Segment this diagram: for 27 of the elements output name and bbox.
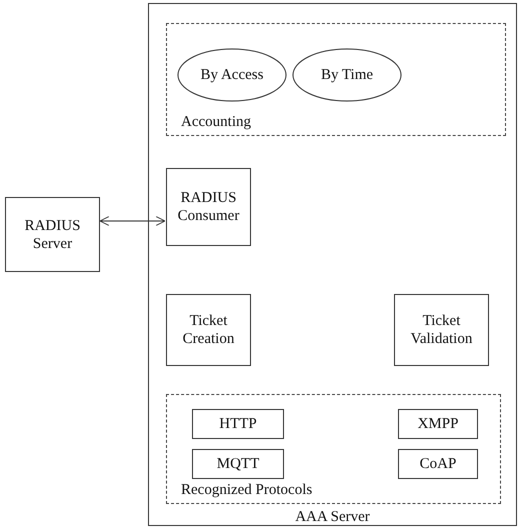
double-arrow <box>100 216 166 226</box>
node-label: Accounting <box>181 113 251 131</box>
process-box <box>166 168 251 246</box>
node-label: MQTT <box>216 455 260 473</box>
process-box <box>192 449 284 479</box>
node-label: RADIUS Server <box>24 216 82 252</box>
node-label: By Access <box>200 66 264 84</box>
process-box <box>398 409 478 439</box>
node-label: By Time <box>320 66 374 84</box>
node-label: Recognized Protocols <box>181 481 312 499</box>
process-box <box>166 294 251 366</box>
server-container <box>148 3 517 526</box>
node-label: Ticket Validation <box>410 312 474 348</box>
process-box <box>5 197 100 272</box>
node-label: HTTP <box>219 415 257 433</box>
ellipse-node <box>292 48 402 102</box>
group-frame <box>166 23 506 136</box>
process-box <box>394 294 489 366</box>
node-label: RADIUS Consumer <box>176 189 240 225</box>
node-label: Ticket Creation <box>182 312 236 348</box>
node-label: XMPP <box>418 415 458 433</box>
ellipse-node <box>177 48 287 102</box>
process-box <box>398 449 478 479</box>
node-label: AAA Server <box>295 508 370 526</box>
process-box <box>192 409 284 439</box>
group-frame <box>166 394 501 504</box>
node-label: CoAP <box>420 455 456 473</box>
